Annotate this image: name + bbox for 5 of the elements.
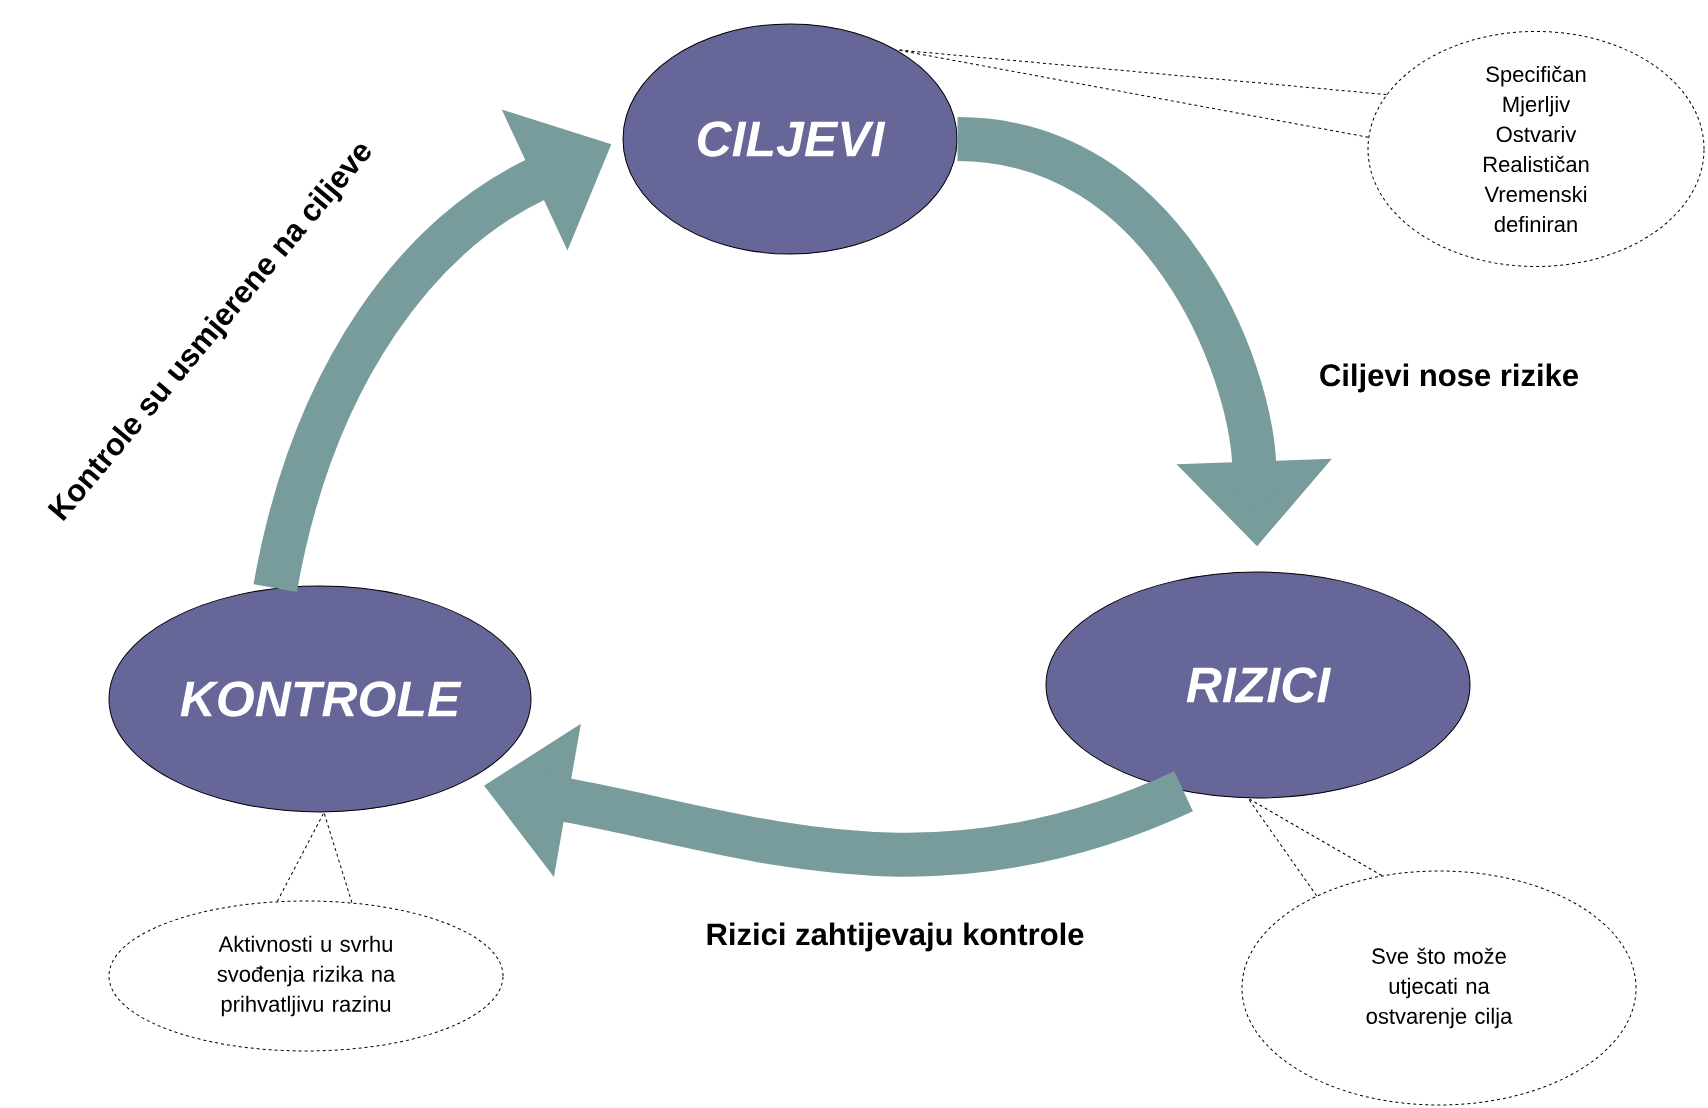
callout-pointer [1247, 797, 1383, 897]
edge-label: Rizici zahtijevaju kontrole [707, 922, 1084, 952]
callout-pointer [895, 49, 1387, 138]
edge-label: Ciljevi nose rizike [1320, 363, 1578, 393]
callout-pointer [276, 811, 353, 904]
